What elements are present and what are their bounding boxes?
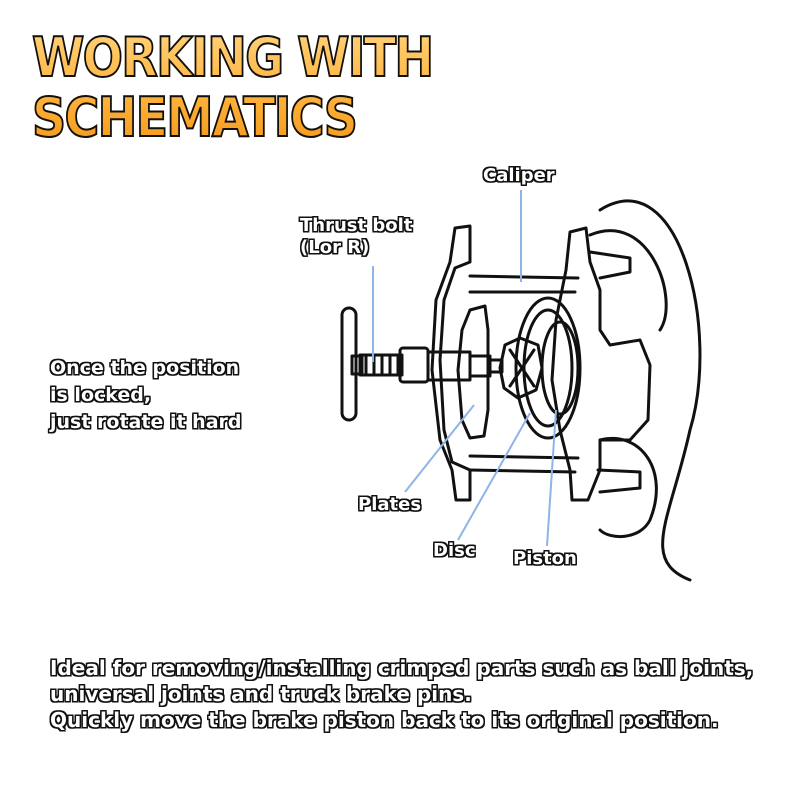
body-tube	[426, 350, 472, 382]
leader-plates	[404, 404, 475, 493]
footer-line1: Ideal for removing/installing crimped pa…	[50, 656, 754, 680]
label-thrust-bolt-line2: (Lor R)	[300, 237, 370, 258]
label-disc: Disc	[433, 540, 476, 561]
right-lug-bottom	[596, 468, 642, 494]
right-lug-top	[588, 250, 632, 280]
right-caliper-body	[550, 226, 652, 502]
title-line-1: WORKING WITH	[31, 26, 435, 89]
leader-piston	[546, 409, 557, 547]
footer-line3: Quickly move the brake piston back to it…	[50, 708, 719, 732]
hub-inner-arc	[588, 229, 668, 332]
label-caliper: Caliper	[483, 165, 555, 186]
footer-description: Ideal for removing/installing crimped pa…	[50, 655, 753, 733]
side-note: Once the position is locked, just rotate…	[50, 355, 241, 436]
side-note-line3: just rotate it hard	[50, 411, 242, 433]
inner-plate	[456, 304, 490, 440]
disc-outer	[514, 296, 582, 440]
upper-bridge	[468, 274, 580, 280]
side-note-line1: Once the position	[50, 357, 240, 379]
label-plates: Plates	[358, 494, 422, 515]
label-piston: Piston	[513, 548, 577, 569]
page-title: WORKING WITH SCHEMATICS	[31, 26, 435, 149]
side-note-line2: is locked,	[50, 384, 152, 406]
hub-outer-arc	[598, 199, 702, 582]
adapter-pin	[488, 358, 504, 374]
disc-mid	[522, 308, 574, 428]
coupling-nut	[398, 346, 430, 384]
t-handle-joint	[350, 354, 364, 376]
label-thrust-bolt: Thrust bolt (Lor R)	[300, 215, 412, 259]
caliper-drawing	[340, 199, 702, 582]
title-line-2: SCHEMATICS	[31, 86, 359, 149]
hub-lower-arc	[598, 437, 658, 539]
t-handle-bar	[340, 306, 358, 422]
hex-nut	[498, 336, 544, 400]
lower-bridge-2	[468, 468, 577, 474]
lower-bridge	[468, 454, 580, 460]
leader-disc	[457, 412, 531, 541]
leader-lines	[372, 190, 557, 547]
label-thrust-bolt-line1: Thrust bolt	[300, 215, 413, 236]
left-flange	[430, 224, 472, 502]
footer-line2: universal joints and truck brake pins.	[50, 682, 472, 706]
